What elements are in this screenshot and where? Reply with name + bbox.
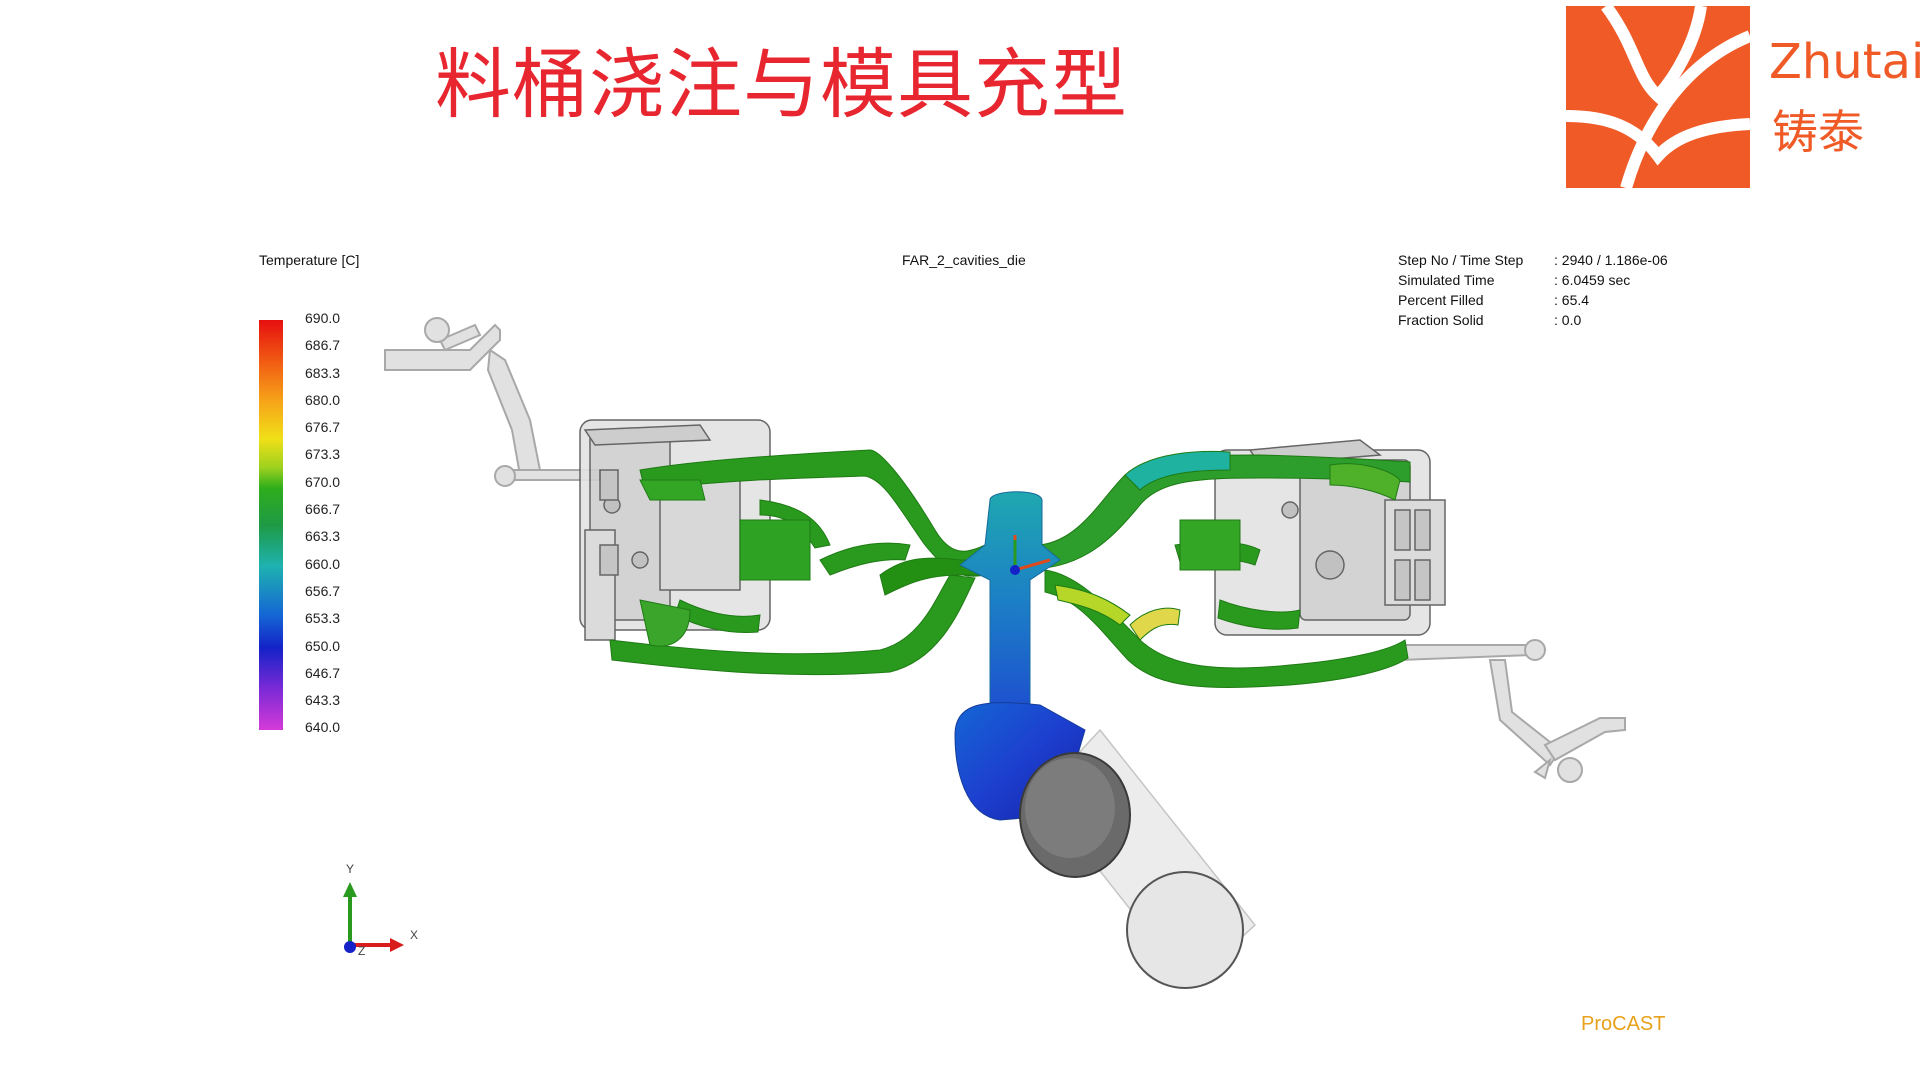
colorbar-tick: 656.7: [305, 582, 341, 599]
info-row-step: Step No / Time Step : 2940 / 1.186e-06: [1398, 250, 1668, 270]
info-row-time: Simulated Time : 6.0459 sec: [1398, 270, 1668, 290]
info-label: Fraction Solid: [1398, 312, 1484, 328]
colorbar-tick: 663.3: [305, 528, 341, 545]
axis-label-x: X: [410, 928, 419, 942]
left-cavity-part: [579, 419, 771, 641]
colorbar-tick: 660.0: [305, 555, 341, 572]
slide-title: 料桶浇注与模具充型: [435, 40, 1128, 129]
colorbar-tick: 650.0: [305, 637, 341, 654]
axis-label-y: Y: [346, 862, 355, 876]
colorbar-tick: 670.0: [305, 473, 341, 490]
info-value: : 6.0459 sec: [1554, 272, 1631, 288]
right-vent-runner: [1399, 639, 1626, 783]
colorbar-tick: 686.7: [305, 337, 341, 354]
software-watermark: ProCAST: [1581, 1013, 1666, 1035]
colorbar-tick: 666.7: [305, 501, 341, 518]
info-value: : 0.0: [1554, 312, 1582, 328]
colorbar-tick: 653.3: [305, 610, 341, 627]
info-row-solid: Fraction Solid : 0.0: [1398, 310, 1668, 330]
zhutai-logo-icon: [1565, 2, 1753, 190]
simulation-info-table: Step No / Time Step : 2940 / 1.186e-06 S…: [1398, 250, 1668, 330]
colorbar-tick: 643.3: [305, 692, 341, 709]
colorbar-tick: 646.7: [305, 664, 341, 681]
left-runner-melt: [609, 449, 986, 676]
info-value: : 65.4: [1554, 292, 1590, 308]
axis-label-z: Z: [358, 944, 366, 958]
info-label: Percent Filled: [1398, 292, 1484, 308]
colorbar-tick: 640.0: [305, 719, 341, 736]
info-label: Step No / Time Step: [1398, 252, 1524, 268]
colorbar-tick: 680.0: [305, 391, 341, 408]
shot-sleeve: [954, 702, 1257, 989]
temperature-colorbar: [259, 320, 283, 730]
colorbar-ticks: 690.0 686.7 683.3 680.0 676.7 673.3 670.…: [305, 305, 340, 742]
colorbar-tick: 673.3: [305, 446, 341, 463]
axis-triad-icon: [343, 882, 404, 953]
model-name: FAR_2_cavities_die: [902, 252, 1026, 268]
logo-mark-icon: [1565, 2, 1753, 190]
info-row-filled: Percent Filled : 65.4: [1398, 290, 1668, 310]
left-vent-runner: [384, 317, 601, 487]
right-runner-melt: [1039, 450, 1411, 688]
colorbar-tick: 683.3: [305, 364, 341, 381]
brand-name-cn: 铸泰: [1772, 105, 1864, 159]
info-label: Simulated Time: [1398, 272, 1495, 288]
colorbar-tick: 690.0: [305, 310, 341, 326]
legend-title: Temperature [C]: [259, 252, 360, 268]
sprue-melt: [959, 491, 1061, 713]
info-value: : 2940 / 1.186e-06: [1554, 252, 1668, 268]
brand-name-en: Zhutai: [1769, 34, 1920, 90]
colorbar-tick: 676.7: [305, 419, 341, 436]
